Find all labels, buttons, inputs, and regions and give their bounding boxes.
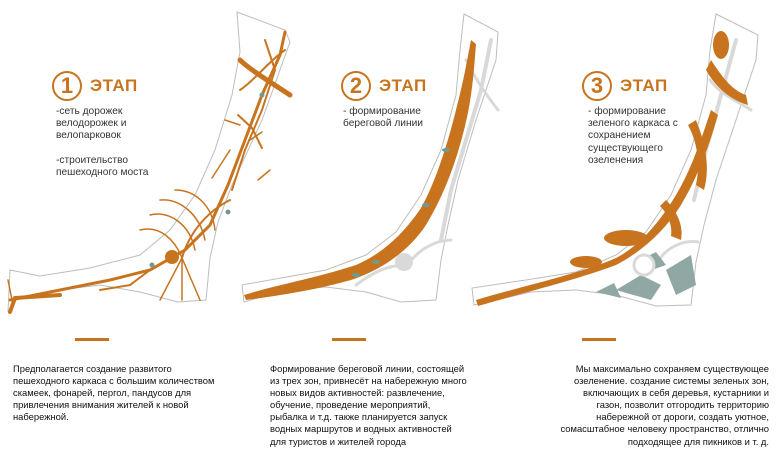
stage-2-number: 2 (341, 71, 371, 101)
stage-3-header: 3 ЭТАП (582, 71, 668, 101)
stage-3-title: ЭТАП (620, 76, 668, 95)
stage-2-bar (332, 338, 366, 341)
stage-1-title: ЭТАП (90, 76, 138, 95)
stage-2-title: ЭТАП (379, 76, 427, 95)
stage-2-header: 2 ЭТАП (341, 71, 427, 101)
stage-2-description: Формирование береговой линии, состоящей … (270, 363, 467, 447)
stage-1-header: 1 ЭТАП (52, 71, 138, 101)
stage-2-map (241, 13, 500, 303)
path-network (7, 30, 293, 314)
stage-1-number: 1 (52, 71, 82, 101)
plaza-node (632, 253, 656, 277)
shoreline-band (244, 40, 476, 300)
stage-1-map (7, 11, 293, 314)
stage-3-notes: - формирование зеленого каркаса с сохран… (588, 106, 678, 166)
stage-3-number: 3 (582, 71, 612, 101)
stage-3-description: Мы максимально сохраняем существующее оз… (560, 363, 769, 447)
vegetation-band (476, 31, 748, 306)
bridge-markers (149, 92, 265, 268)
stage-1-description: Предполагается создание развитого пешехо… (13, 363, 215, 423)
stage-3-bar (582, 338, 616, 341)
plaza-node (165, 250, 179, 264)
stage-1-notes: -сеть дорожек велодорожек и велопарковок… (56, 106, 149, 179)
stage-3-map (471, 13, 759, 307)
stage-1-bar (75, 338, 109, 341)
boat-markers (352, 148, 450, 277)
plaza-node (395, 253, 413, 271)
stage-2-notes: - формирование береговой линии (343, 106, 424, 130)
site-outline (471, 13, 759, 307)
